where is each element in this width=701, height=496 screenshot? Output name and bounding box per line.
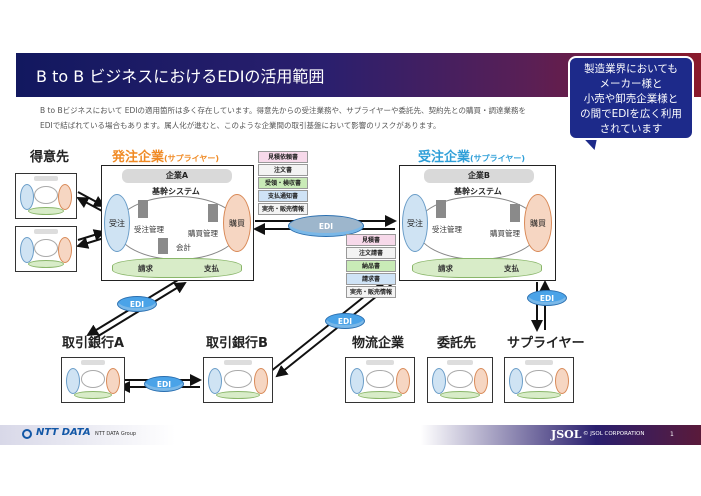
bank-a-label: 取引銀行A xyxy=(62,336,125,351)
callout-line: メーカー様と xyxy=(599,78,663,90)
contractor-label: 委託先 xyxy=(437,336,477,351)
edi-ellipse-bank-b: EDI xyxy=(325,313,365,329)
order-mgmt-label: 受注管理 xyxy=(432,225,462,234)
customer-thumbnail xyxy=(15,173,77,219)
orderer-label: 発注企業(サプライヤー) xyxy=(112,146,219,165)
copyright-text: © JSOL CORPORATION xyxy=(583,431,645,437)
doc-quote: 見積書 xyxy=(346,234,396,246)
doc-sales-info: 実売・販売情報 xyxy=(258,203,308,215)
doc-sales-info: 実売・販売情報 xyxy=(346,286,396,298)
receiver-title: 受注企業 xyxy=(418,150,471,165)
billing-label: 請求 xyxy=(438,264,453,273)
ntt-data-group-text: NTT DATA Group xyxy=(95,431,137,437)
purchase-label: 購買 xyxy=(530,218,546,228)
building-icon xyxy=(436,200,446,218)
slide-title: B to B ビジネスにおけるEDIの活用範囲 xyxy=(36,67,325,86)
doc-invoice: 請求書 xyxy=(346,273,396,285)
ntt-data-logo: NTT DATA xyxy=(36,427,91,438)
company-a-box: 企業A 基幹システム 受注 購買 受注管理 購買管理 会計 請求 支払 xyxy=(101,165,254,281)
building-icon xyxy=(510,204,520,222)
bank-a-thumbnail xyxy=(61,357,125,403)
purchase-pill: 購買 xyxy=(524,194,552,252)
company-b-box: 企業B 基幹システム 受注 購買 受注管理 購買管理 請求 支払 xyxy=(399,165,556,281)
order-receive-label: 受注 xyxy=(109,218,125,228)
billing-payment-bar xyxy=(112,258,242,278)
intro-line: B to Bビジネスにおいて EDIの適用箇所は多く存在しています。得意先からの… xyxy=(40,106,526,115)
doc-order: 注文書 xyxy=(258,164,308,176)
ntt-logo-icon xyxy=(22,429,32,439)
doc-delivery: 納品書 xyxy=(346,260,396,272)
doc-payment-notice: 支払通知書 xyxy=(258,190,308,202)
edi-ellipse-banks: EDI xyxy=(144,376,184,392)
callout-line: 小売や卸売企業様と xyxy=(583,93,679,105)
supplier-thumbnail xyxy=(504,357,574,403)
building-icon xyxy=(138,200,148,218)
customer-label: 得意先 xyxy=(30,150,70,165)
building-icon xyxy=(208,204,218,222)
callout-line: の間でEDIを広く利用 xyxy=(580,108,682,120)
edi-ellipse-bank-a: EDI xyxy=(117,296,157,312)
logistics-label: 物流企業 xyxy=(352,336,405,351)
accounting-label: 会計 xyxy=(176,243,191,252)
core-system-label: 基幹システム xyxy=(152,187,200,196)
receiver-sub: (サプライヤー) xyxy=(470,154,526,163)
purchase-mgmt-label: 購買管理 xyxy=(490,229,520,238)
edi-ellipse-center: EDI xyxy=(288,215,364,237)
receiver-label: 受注企業(サプライヤー) xyxy=(418,146,525,165)
doc-receipt: 受領・検収書 xyxy=(258,177,308,189)
orderer-title: 発注企業 xyxy=(112,150,165,165)
callout-line: されています xyxy=(599,123,663,135)
doc-quote-request: 見積依頼書 xyxy=(258,151,308,163)
intro-line: EDIで結ばれている場合もあります。属人化が進むと、このような企業間の取引基盤に… xyxy=(40,121,441,130)
purchase-mgmt-label: 購買管理 xyxy=(188,229,218,238)
jsol-logo: JSOL xyxy=(551,428,582,441)
order-receive-label: 受注 xyxy=(407,218,423,228)
purchase-pill: 購買 xyxy=(223,194,251,252)
orderer-sub: (サプライヤー) xyxy=(164,154,220,163)
order-mgmt-label: 受注管理 xyxy=(134,225,164,234)
customer-thumbnail xyxy=(15,226,77,272)
bank-b-label: 取引銀行B xyxy=(206,336,268,351)
contractor-thumbnail xyxy=(427,357,493,403)
billing-payment-bar xyxy=(412,258,542,278)
callout-bubble: 製造業界においても メーカー様と 小売や卸売企業様と の間でEDIを広く利用 さ… xyxy=(568,56,694,140)
doc-order-confirm: 注文請書 xyxy=(346,247,396,259)
supplier-label: サプライヤー xyxy=(507,336,585,351)
payment-label: 支払 xyxy=(204,264,219,273)
purchase-label: 購買 xyxy=(229,218,245,228)
intro-text: B to Bビジネスにおいて EDIの適用箇所は多く存在しています。得意先からの… xyxy=(40,103,560,133)
company-b-name: 企業B xyxy=(424,169,534,183)
footer-bar xyxy=(0,425,701,445)
billing-label: 請求 xyxy=(138,264,153,273)
building-icon xyxy=(158,238,168,254)
payment-label: 支払 xyxy=(504,264,519,273)
logistics-thumbnail xyxy=(345,357,415,403)
order-receive-pill: 受注 xyxy=(402,194,428,252)
core-system-label: 基幹システム xyxy=(454,187,502,196)
callout-line: 製造業界においても xyxy=(584,63,678,75)
page-number: 1 xyxy=(670,431,674,438)
bank-b-thumbnail xyxy=(203,357,273,403)
order-receive-pill: 受注 xyxy=(104,194,130,252)
company-a-name: 企業A xyxy=(122,169,232,183)
edi-ellipse-supplier: EDI xyxy=(527,290,567,306)
